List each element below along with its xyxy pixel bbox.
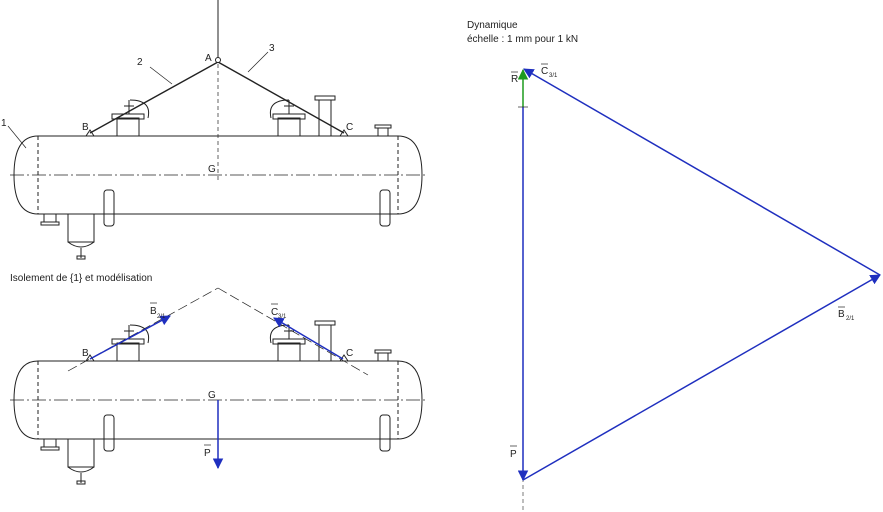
vessel-slung-view: 1 2 3 A B C G	[1, 0, 429, 260]
iso-label-force-b: B	[150, 306, 157, 317]
dyn-label-r: R	[511, 74, 518, 85]
polygon-force-c31	[523, 68, 881, 276]
label-point-b: B	[82, 122, 89, 133]
sling-right	[217, 61, 345, 134]
force-b21-arrow	[89, 315, 171, 360]
sling-left	[89, 61, 219, 134]
sling-right-dashed	[217, 287, 369, 376]
iso-label-force-p: P	[204, 448, 211, 459]
label-point-g: G	[208, 164, 216, 175]
leader-part-1	[7, 125, 27, 149]
label-point-a: A	[205, 53, 212, 64]
vessel-drawing	[9, 95, 429, 260]
label-part-1: 1	[1, 118, 7, 129]
dyn-label-b-sub: 2/1	[846, 316, 855, 322]
dyn-label-c: C	[541, 66, 548, 77]
label-sling-2: 2	[137, 57, 143, 68]
iso-label-force-c-sub: 3/1	[278, 314, 287, 320]
polygon-force-b21	[522, 274, 881, 481]
dyn-label-b: B	[838, 309, 845, 320]
iso-label-point-b: B	[82, 348, 89, 359]
vessel-isolated-view: B C G B 2/1 C 3/1 P	[9, 287, 429, 485]
force-c31-arrow	[273, 317, 344, 360]
vessel-drawing-isolated	[9, 320, 429, 485]
leader-sling-3	[247, 51, 269, 73]
iso-label-force-b-sub: 2/1	[157, 314, 166, 320]
dyn-label-p: P	[510, 449, 517, 460]
dynamic-scale: échelle : 1 mm pour 1 kN	[467, 34, 578, 45]
iso-label-point-g: G	[208, 390, 216, 401]
leader-sling-2	[149, 66, 173, 85]
dyn-label-c-sub: 3/1	[549, 73, 558, 79]
iso-label-force-c: C	[271, 307, 278, 318]
isolation-title: Isolement de {1} et modélisation	[10, 273, 152, 284]
label-point-c: C	[346, 122, 353, 133]
iso-label-point-c: C	[346, 348, 353, 359]
force-polygon: R C 3/1 B 2/1 P	[510, 63, 881, 512]
dynamic-title: Dynamique	[467, 20, 518, 31]
point-a-marker	[215, 57, 221, 63]
label-sling-3: 3	[269, 43, 275, 54]
